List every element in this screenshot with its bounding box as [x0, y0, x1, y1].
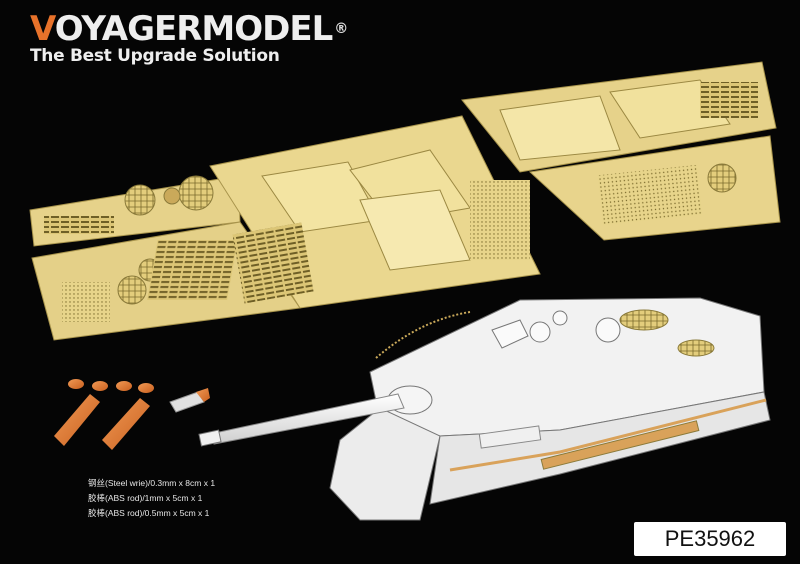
pe-fret-upper-right: [461, 61, 777, 173]
pe-fret-lower-left: [31, 221, 301, 341]
product-code-badge: PE35962: [634, 522, 786, 556]
materials-legend: 钢丝(Steel wrie)/0.3mm x 8cm x 1 胶棒(ABS ro…: [88, 476, 215, 521]
brand-name: VOYAGERMODEL®: [30, 9, 348, 49]
legend-item-steel-wire: 钢丝(Steel wrie)/0.3mm x 8cm x 1: [88, 478, 216, 488]
product-code: PE35962: [664, 526, 756, 551]
brand-initial: V: [30, 9, 56, 49]
brand-logo: VOYAGERMODEL® The Best Upgrade Solution: [30, 9, 348, 66]
registered-mark: ®: [334, 21, 348, 37]
tank-model: [198, 297, 771, 521]
pe-fret-small: [29, 175, 241, 247]
legend-item-abs-rod-1mm: 胶棒(ABS rod)/1mm x 5cm x 1: [88, 493, 203, 503]
brand-name-rest: OYAGERMODEL: [54, 9, 334, 49]
legend-item-abs-rod-05mm: 胶棒(ABS rod)/0.5mm x 5cm x 1: [88, 508, 210, 518]
pe-fret-large-center: [209, 115, 541, 309]
copper-parts: [54, 379, 210, 450]
brand-tagline: The Best Upgrade Solution: [30, 46, 280, 66]
pe-fret-right: [528, 135, 781, 241]
